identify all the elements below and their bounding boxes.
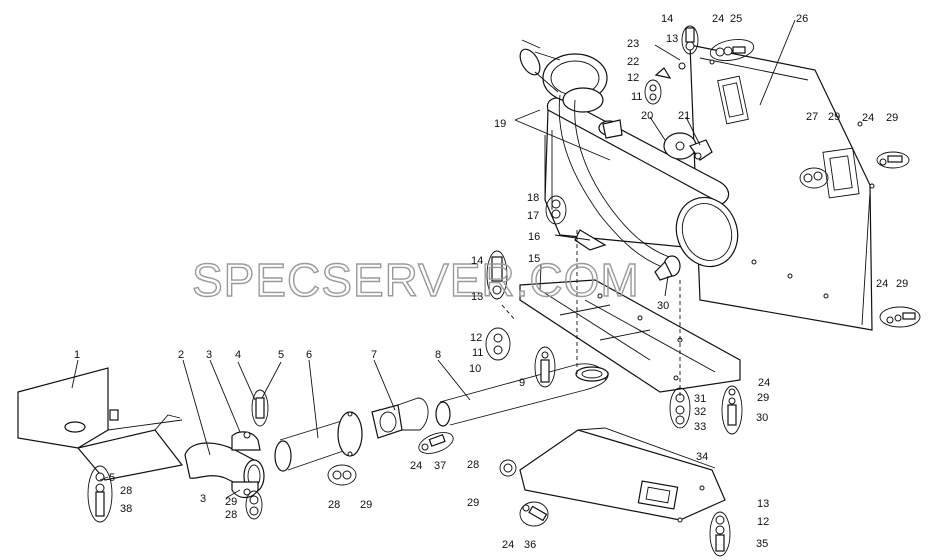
callout-label: 29: [896, 278, 908, 290]
callout-label: 28: [225, 509, 237, 521]
callout-label: 2: [178, 349, 184, 361]
callout-label: 24: [502, 539, 514, 551]
callout-label: 7: [371, 349, 377, 361]
callout-label: 29: [360, 499, 372, 511]
guard-plate: [519, 427, 726, 523]
pipe-6: [274, 411, 363, 472]
callout-label: 12: [470, 332, 482, 344]
callout-label: 29: [467, 497, 479, 509]
callout-label: 23: [627, 38, 639, 50]
callout-labels: 1 2 3 3 4 5 5 6 7 8 9 10 11 11 12 12 12 …: [74, 13, 908, 551]
callout-label: 24: [876, 278, 888, 290]
callout-label: 29: [757, 392, 769, 404]
callout-label: 24: [862, 112, 874, 124]
flange-adaptor-7: [371, 397, 429, 439]
callout-label: 13: [757, 498, 769, 510]
clamp-21: [689, 139, 713, 161]
callout-label: 13: [666, 33, 678, 45]
callout-label: 35: [756, 538, 768, 550]
muffler-body: [544, 97, 739, 268]
callout-label: 16: [528, 231, 540, 243]
fasteners: [87, 25, 921, 557]
callout-label: 32: [694, 406, 706, 418]
heat-shield-1: [17, 367, 184, 481]
exhaust-pipe-8: [435, 363, 609, 427]
callout-label: 12: [757, 516, 769, 528]
callout-label: 8: [435, 349, 441, 361]
callout-label: 34: [696, 451, 708, 463]
callout-label: 25: [730, 13, 742, 25]
callout-label: 11: [631, 91, 642, 103]
clamp-3-lower: [231, 481, 259, 499]
callout-label: 24: [410, 460, 422, 472]
alignment-lines: [501, 230, 681, 396]
callout-label: 28: [467, 459, 479, 471]
callout-label: 30: [657, 300, 669, 312]
callout-label: 14: [661, 13, 673, 25]
callout-label: 5: [278, 349, 284, 361]
callout-label: 29: [828, 111, 840, 123]
callout-label: 37: [434, 460, 446, 472]
callout-label: 6: [306, 349, 312, 361]
callout-label: 38: [120, 503, 132, 515]
callout-label: 1: [74, 349, 80, 361]
callout-label: 13: [471, 291, 483, 303]
callout-label: 11: [472, 347, 483, 359]
callout-label: 9: [519, 377, 525, 389]
turbo-elbow: [519, 48, 623, 139]
callout-label: 21: [678, 110, 690, 122]
callout-label: 29: [886, 112, 898, 124]
callout-label: 14: [471, 255, 483, 267]
callout-label: 28: [120, 485, 132, 497]
heat-shield-panel: [689, 44, 875, 331]
leader-lines: [71, 19, 796, 499]
callout-label: 4: [235, 349, 241, 361]
callout-label: 15: [528, 253, 540, 265]
callout-label: 20: [641, 110, 653, 122]
watermark-text: SPECSERVER.COM: [192, 254, 640, 306]
callout-label: 31: [694, 393, 706, 405]
callout-label: 18: [527, 192, 539, 204]
frame-bracket: [519, 279, 741, 393]
callout-label: 27: [806, 111, 818, 123]
callout-label: 3: [200, 493, 206, 505]
callout-label: 28: [328, 499, 340, 511]
callout-label: 24: [758, 377, 770, 389]
callout-label: 26: [796, 13, 808, 25]
callout-label: 29: [225, 496, 237, 508]
callout-label: 3: [206, 349, 212, 361]
callout-label: 5: [109, 472, 115, 484]
callout-label: 12: [627, 72, 639, 84]
callout-label: 36: [524, 539, 536, 551]
elbow-pipe-2: [184, 442, 265, 493]
callout-label: 22: [627, 56, 639, 68]
clamp-3-upper: [231, 431, 261, 451]
callout-label: 10: [469, 363, 481, 375]
callout-label: 24: [712, 13, 724, 25]
callout-label: 33: [694, 421, 706, 433]
callout-label: 19: [494, 118, 506, 130]
callout-label: 30: [756, 412, 768, 424]
callout-label: 17: [527, 210, 539, 222]
